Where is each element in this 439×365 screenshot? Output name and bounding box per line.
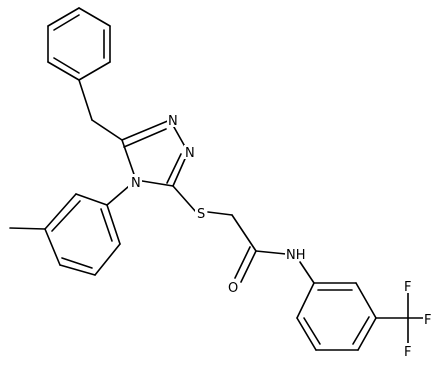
atom-f-bottom-label: F — [404, 345, 411, 360]
triazole-ring — [121, 119, 189, 187]
carbonyl-double-bond-b — [234, 246, 251, 279]
atom-n1: N — [167, 113, 179, 129]
atom-n2: N — [184, 145, 196, 161]
benzyl-ch2-bond-b — [91, 119, 123, 141]
atom-f-right: F — [423, 311, 433, 328]
methyl-bond — [9, 227, 46, 230]
atom-n2-label: N — [185, 146, 195, 161]
tolyl-ring — [44, 193, 121, 276]
carbonyl-double-bond-a — [240, 250, 257, 283]
atom-nh-label: NH — [286, 248, 306, 263]
atom-s-label: S — [197, 207, 205, 222]
atom-f-top-label: F — [404, 280, 411, 295]
atom-f-bottom: F — [403, 343, 413, 360]
atom-n4-label: N — [131, 176, 141, 191]
c3-s-bond — [172, 185, 197, 213]
atom-f-right-label: F — [424, 313, 431, 328]
atom-s: S — [195, 205, 207, 222]
benzyl-phenyl-ring — [47, 7, 111, 81]
atom-nh: NH — [285, 246, 309, 263]
carbonyl-n-bond — [255, 250, 287, 255]
atom-n1-label: N — [168, 114, 178, 129]
s-ch2-bond — [207, 211, 233, 216]
cf3-phenyl-ring — [296, 282, 377, 351]
atom-o: O — [227, 279, 240, 296]
atom-o-label: O — [228, 281, 238, 296]
n-aryl-bond — [299, 261, 315, 284]
atom-f-top: F — [403, 278, 413, 295]
ch2-carbonyl-bond — [231, 214, 257, 252]
atom-n4: N — [128, 174, 142, 191]
benzyl-ch2-bond-a — [78, 79, 93, 121]
